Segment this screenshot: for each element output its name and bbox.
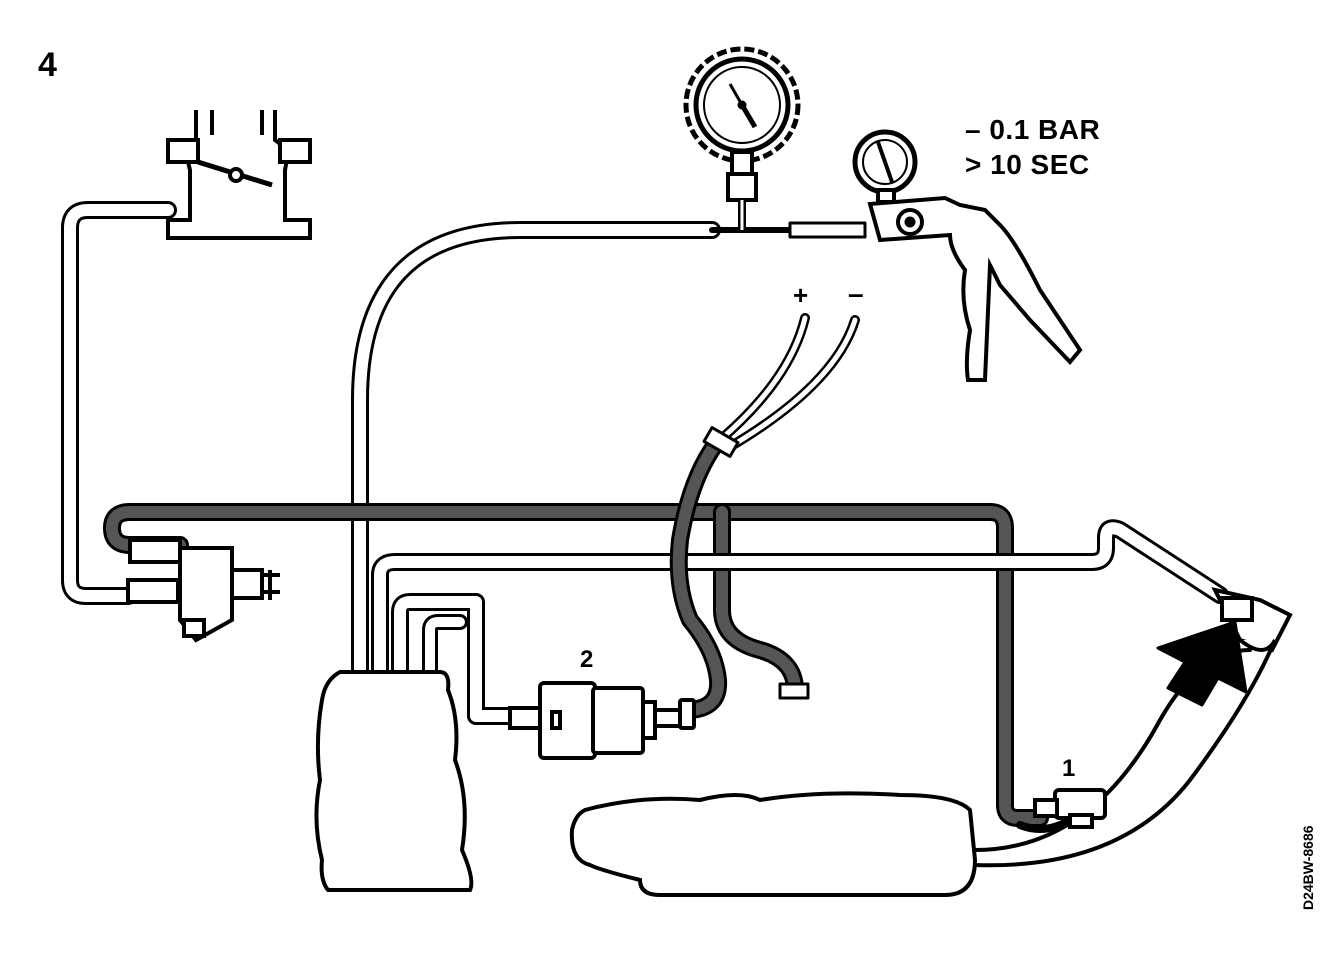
valve-2 <box>508 681 696 760</box>
electrical-leads <box>702 313 860 458</box>
drawing-code: D24BW-8686 <box>1300 825 1316 910</box>
hose-throttle-to-valve <box>61 201 177 605</box>
arrow-icon <box>1156 620 1248 707</box>
throttle-body-icon <box>166 110 312 240</box>
spec-duration: > 10 SEC <box>965 149 1090 180</box>
polarity-minus-label: – <box>848 278 864 309</box>
vent-valve-1 <box>1033 788 1107 829</box>
valve-icon <box>126 538 280 643</box>
callout-2: 2 <box>580 646 594 673</box>
hose-canister-to-valve-2 <box>391 593 529 725</box>
hose-dark-branch <box>713 503 810 700</box>
hose-canister-to-gauge <box>351 221 867 681</box>
charcoal-canister <box>314 670 474 892</box>
polarity-plus-label: + <box>793 280 809 310</box>
filler-neck <box>1211 587 1293 653</box>
fuel-tank <box>569 791 978 897</box>
spec-vacuum: – 0.1 BAR <box>965 114 1101 145</box>
hose-dark-loop <box>103 503 1049 827</box>
hose-canister-to-filler <box>371 519 1229 681</box>
pressure-gauge-icon <box>683 46 801 230</box>
hand-vacuum-pump-icon <box>852 129 1083 382</box>
callout-1: 1 <box>1062 755 1076 782</box>
hose-valve-2-outlet <box>669 436 728 719</box>
figure-number: 4 <box>38 46 57 84</box>
